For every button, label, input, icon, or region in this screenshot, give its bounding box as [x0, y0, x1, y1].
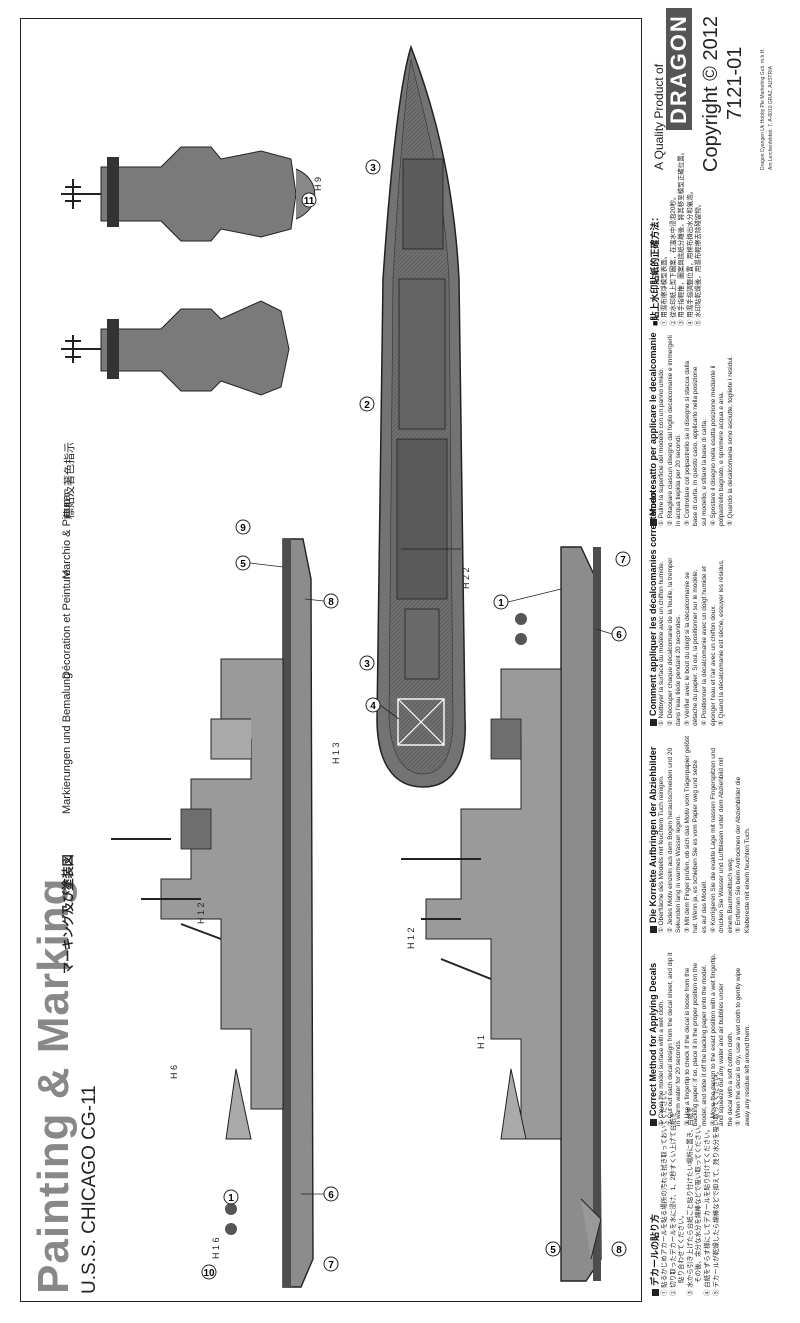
callout-1a: 1 — [223, 1189, 239, 1205]
jp-title: マーキング及び塗装図 — [61, 854, 75, 974]
svg-text:1: 1 — [498, 598, 504, 609]
svg-text:11: 11 — [304, 196, 315, 207]
quality-text: A Quality Product of — [652, 63, 666, 170]
instr-cn: ■貼上水印貼紙的正確方法： ① 用濕布擦淨模型表面。 ② 從水印紙上剪下圖案，在… — [650, 148, 703, 326]
svg-text:3: 3 — [364, 659, 370, 670]
callout-9: 9 — [235, 519, 251, 535]
ship-drawings: 9 5 8 6 7 1 10 3 2 3 4 11 7 1 6 5 8 — [61, 44, 631, 1288]
bow-view-1 — [61, 146, 316, 242]
callout-8b: 8 — [611, 1241, 627, 1257]
dragon-logo: DRAGON — [666, 8, 692, 130]
copyright: Copyright © 2012 — [700, 16, 722, 172]
side-view-port — [401, 546, 602, 1282]
callout-11: 11 — [301, 192, 317, 208]
callout-5b: 5 — [545, 1241, 561, 1257]
svg-text:3: 3 — [370, 163, 376, 174]
leader-lines — [249, 548, 613, 1195]
label-h13: H 1 3 — [331, 742, 341, 764]
label-h12a: H 1 2 — [196, 902, 206, 924]
callout-7b: 7 — [615, 551, 631, 567]
callout-6b: 6 — [611, 626, 627, 642]
callouts: 9 5 8 6 7 1 10 3 2 3 4 11 7 1 6 5 8 — [201, 159, 631, 1280]
instr-jp: デカールの貼り方 ① 貼るかじめアカールを貼る場所の汚れを拭き取っておいてくださ… — [650, 1067, 720, 1296]
label-h9: H 9 — [313, 176, 323, 191]
label-h22: H 2 2 — [461, 567, 471, 589]
bow-view-2 — [61, 300, 290, 396]
marking-cn: 標貼及著色指示 — [64, 442, 76, 519]
marking-fr: Décoration et Peinture — [61, 569, 73, 679]
fine-print-2: Am Lerchenfeldstr. 7, A-8010 GRAZ, AUSTR… — [768, 66, 774, 170]
svg-text:10: 10 — [203, 1268, 215, 1279]
product-code: 7121-01 — [724, 46, 746, 120]
svg-text:8: 8 — [616, 1245, 622, 1256]
label-h1: H 1 — [476, 1034, 486, 1049]
instr-en: Correct Method for Applying Decals ① Cle… — [648, 952, 751, 1126]
callout-10: 10 — [201, 1264, 217, 1280]
callout-4: 4 — [365, 697, 381, 713]
svg-text:2: 2 — [364, 400, 370, 411]
svg-text:5: 5 — [240, 559, 246, 570]
svg-text:8: 8 — [328, 597, 334, 608]
callout-3b: 3 — [359, 655, 375, 671]
callout-1b: 1 — [493, 594, 509, 610]
side-view-starboard — [111, 538, 314, 1288]
drawing-sheet: 9 5 8 6 7 1 10 3 2 3 4 11 7 1 6 5 8 — [20, 18, 642, 1302]
instr-it: Modo esatto per applicare le decalcomani… — [648, 332, 734, 526]
svg-text:7: 7 — [620, 555, 626, 566]
svg-text:6: 6 — [616, 630, 622, 641]
instr-de: Die Korrekte Aufbringen der Abziehbilder… — [648, 736, 751, 933]
instr-fr: Comment appliquer les décalcomanies corr… — [648, 489, 726, 726]
instructions-strip: デカールの貼り方 ① 貼るかじめアカールを貼る場所の汚れを拭き取っておいてくださ… — [648, 148, 778, 1296]
label-h12b: H 1 2 — [406, 927, 416, 949]
svg-text:5: 5 — [550, 1245, 556, 1256]
callout-2: 2 — [359, 396, 375, 412]
brand-block: A Quality Product of — [652, 64, 666, 170]
callout-8a: 8 — [323, 593, 339, 609]
callout-7a: 7 — [323, 1256, 339, 1272]
ship-name: U.S.S. CHICAGO CG-11 — [79, 1085, 100, 1294]
top-view-hull — [376, 44, 466, 788]
svg-text:6: 6 — [328, 1190, 334, 1201]
callout-6a: 6 — [323, 1186, 339, 1202]
label-h16: H 1 6 — [211, 1237, 221, 1259]
fine-print-1: Dragon Cyangen Uk Hobby Pte Marketing Gu… — [760, 48, 766, 170]
label-h6: H 6 — [169, 1064, 179, 1079]
marking-de: Markierungen und Bemalung — [61, 672, 73, 814]
svg-text:7: 7 — [328, 1260, 334, 1271]
callout-5a: 5 — [235, 555, 251, 571]
svg-text:9: 9 — [240, 523, 246, 534]
svg-text:1: 1 — [228, 1193, 234, 1204]
callout-3a: 3 — [365, 159, 381, 175]
svg-text:4: 4 — [370, 701, 376, 712]
